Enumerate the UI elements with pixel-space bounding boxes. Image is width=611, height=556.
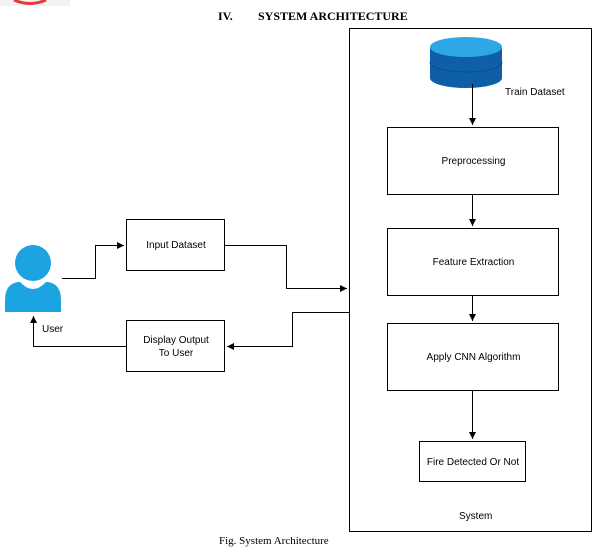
preprocessing-label: Preprocessing	[441, 156, 506, 167]
user-label: User	[42, 324, 64, 335]
logo-fragment	[0, 0, 70, 6]
input-dataset-label: Input Dataset	[146, 240, 206, 251]
display-output-label: Display Output To User	[143, 334, 209, 359]
database-icon	[429, 37, 503, 88]
fire-detected-label: Fire Detected Or Not	[426, 456, 520, 468]
fire-detected-box	[419, 441, 526, 482]
feature-extraction-label: Feature Extraction	[432, 257, 515, 268]
display-output-box	[126, 320, 225, 372]
section-number: IV.	[218, 9, 233, 23]
apply-cnn-label: Apply CNN Algorithm	[426, 352, 521, 363]
feature-extraction-box	[387, 228, 559, 296]
apply-cnn-box	[387, 323, 559, 391]
section-heading: IV. SYSTEM ARCHITECTURE	[0, 9, 611, 25]
arrow-display-to-user	[30, 316, 126, 347]
train-dataset-label: Train Dataset	[505, 87, 565, 98]
input-dataset-box	[126, 219, 225, 271]
section-title: SYSTEM ARCHITECTURE	[258, 9, 408, 23]
arrow-user-to-input	[62, 242, 124, 279]
system-label: System	[459, 511, 493, 522]
user-icon	[5, 245, 61, 312]
arrow-system-to-display	[227, 312, 349, 350]
preprocessing-box	[387, 127, 559, 195]
figure-caption-text: Fig. System Architecture	[219, 535, 329, 547]
arrow-input-to-system	[225, 245, 347, 292]
